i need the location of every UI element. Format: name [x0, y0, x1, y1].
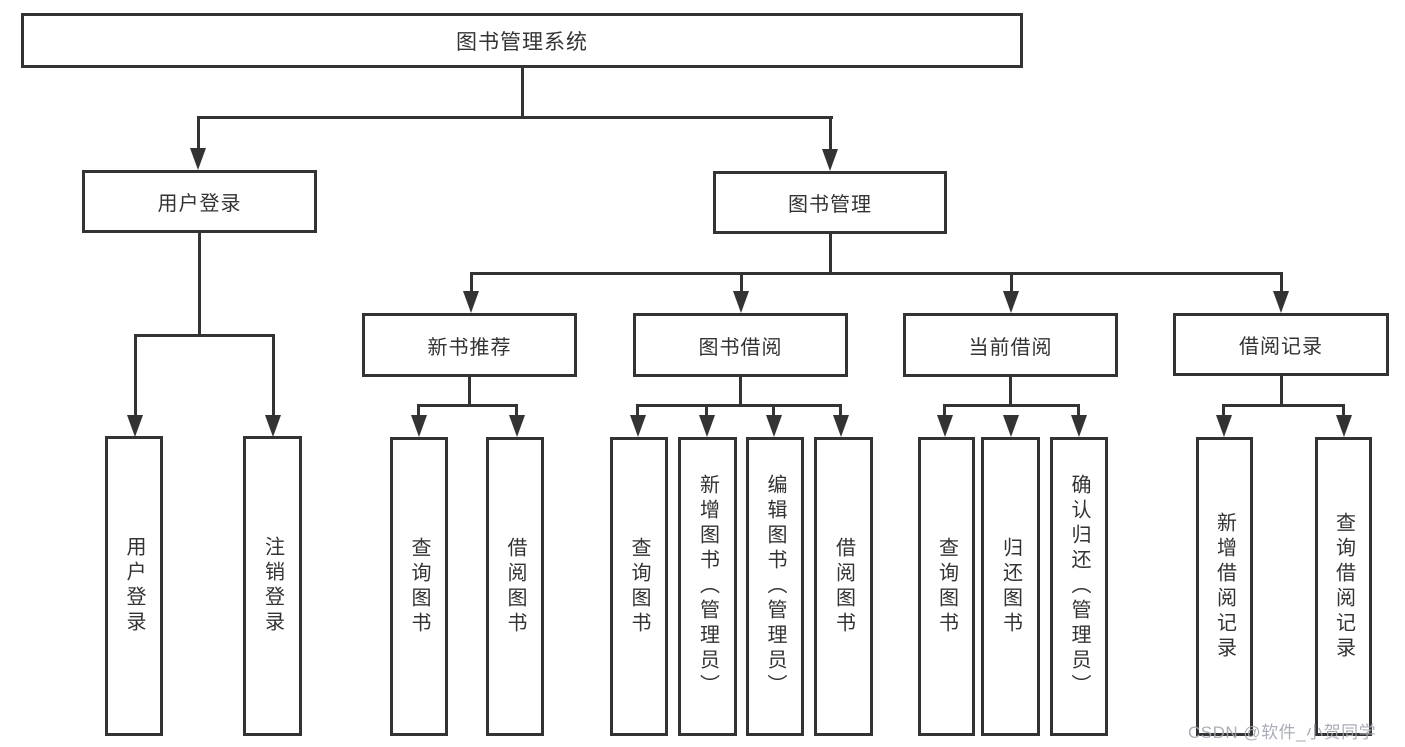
diagram-node-label: 查询借阅记录 — [1332, 511, 1355, 662]
diagram-node-leaf-add-book-admin: 新增图书（管理员） — [678, 437, 737, 736]
diagram-node-new-book-recommend: 新书推荐 — [362, 313, 577, 377]
connector-line — [1342, 405, 1345, 421]
connector-line — [943, 404, 1080, 407]
arrowhead-down-icon — [1273, 291, 1289, 313]
connector-line — [739, 377, 742, 406]
connector-line — [1222, 405, 1225, 421]
connector-line — [197, 116, 833, 119]
diagram-node-leaf-user-login: 用户登录 — [105, 436, 163, 736]
watermark: CSDN @软件_小贺同学 — [1188, 723, 1377, 742]
connector-line — [470, 273, 473, 295]
connector-line — [470, 272, 1283, 275]
arrowhead-down-icon — [1336, 415, 1352, 437]
connector-line — [740, 273, 743, 295]
diagram-node-leaf-borrow-book-borrowing: 借阅图书 — [814, 437, 873, 736]
diagram-node-label: 借阅图书 — [504, 536, 526, 637]
arrowhead-down-icon — [937, 415, 953, 437]
diagram-node-leaf-query-book-borrowing: 查询图书 — [610, 437, 668, 736]
diagram-node-label: 查询图书 — [935, 536, 958, 637]
connector-line — [943, 405, 946, 421]
connector-line — [198, 233, 201, 336]
connector-line — [829, 117, 832, 152]
connector-line — [1009, 377, 1012, 406]
diagram-node-borrowing-records: 借阅记录 — [1173, 313, 1389, 376]
connector-line — [705, 405, 708, 421]
diagram-node-leaf-logout: 注销登录 — [243, 436, 302, 736]
diagram-node-leaf-borrow-book-recommend: 借阅图书 — [486, 437, 544, 736]
diagram-node-label: 查询图书 — [628, 536, 650, 637]
arrowhead-down-icon — [630, 415, 646, 437]
connector-line — [829, 234, 832, 274]
connector-line — [521, 68, 524, 117]
arrowhead-down-icon — [127, 415, 143, 437]
diagram-node-label: 图书管理系统 — [456, 30, 588, 54]
diagram-node-label: 查询图书 — [408, 536, 430, 637]
connector-line — [1280, 376, 1283, 406]
arrowhead-down-icon — [766, 415, 782, 437]
diagram-node-leaf-confirm-return-admin: 确认归还（管理员） — [1050, 437, 1108, 736]
arrowhead-down-icon — [1003, 291, 1019, 313]
arrowhead-down-icon — [822, 149, 838, 171]
arrowhead-down-icon — [1216, 415, 1232, 437]
connector-line — [417, 404, 518, 407]
diagram-node-label: 注销登录 — [261, 536, 284, 636]
diagram-node-label: 新增借阅记录 — [1213, 511, 1236, 662]
diagram-node-root: 图书管理系统 — [21, 13, 1023, 68]
connector-line — [1077, 405, 1080, 421]
connector-line — [1010, 273, 1013, 295]
connector-line — [417, 405, 420, 421]
arrowhead-down-icon — [833, 415, 849, 437]
diagram-node-label: 用户登录 — [123, 536, 145, 636]
connector-line — [772, 405, 775, 421]
arrowhead-down-icon — [190, 148, 206, 170]
diagram-node-leaf-return-book: 归还图书 — [981, 437, 1040, 736]
diagram-node-label: 图书借阅 — [698, 336, 783, 359]
connector-line — [636, 405, 639, 421]
diagram-node-label: 编辑图书（管理员） — [764, 474, 786, 699]
connector-line — [1280, 273, 1283, 295]
diagram-node-label: 确认归还（管理员） — [1068, 474, 1090, 699]
diagram-node-label: 新书推荐 — [427, 336, 512, 359]
arrowhead-down-icon — [1003, 415, 1019, 437]
diagram-node-label: 新增图书（管理员） — [696, 474, 719, 699]
arrowhead-down-icon — [699, 415, 715, 437]
connector-line — [197, 117, 200, 152]
arrowhead-down-icon — [509, 415, 525, 437]
connector-line — [839, 405, 842, 421]
connector-line — [134, 335, 137, 419]
connector-line — [636, 404, 842, 407]
diagram-node-leaf-query-borrow-record: 查询借阅记录 — [1315, 437, 1372, 736]
connector-line — [134, 334, 275, 337]
connector-line — [515, 405, 518, 421]
diagram-node-label: 图书管理 — [788, 194, 872, 216]
arrowhead-down-icon — [411, 415, 427, 437]
diagram-node-label: 用户登录 — [157, 193, 242, 215]
diagram-node-user-login: 用户登录 — [82, 170, 317, 233]
diagram-node-leaf-add-borrow-record: 新增借阅记录 — [1196, 437, 1253, 736]
diagram-node-current-borrowing: 当前借阅 — [903, 313, 1118, 377]
diagram-node-book-borrowing: 图书借阅 — [633, 313, 848, 377]
arrowhead-down-icon — [733, 291, 749, 313]
diagram-node-label: 当前借阅 — [968, 336, 1053, 359]
arrowhead-down-icon — [463, 291, 479, 313]
diagram-node-book-management: 图书管理 — [713, 171, 947, 234]
connector-line — [1222, 404, 1345, 407]
connector-line — [468, 377, 471, 407]
connector-line — [272, 335, 275, 419]
diagram-node-leaf-query-book-recommend: 查询图书 — [390, 437, 448, 736]
arrowhead-down-icon — [265, 415, 281, 437]
diagram-node-label: 归还图书 — [999, 536, 1022, 637]
arrowhead-down-icon — [1071, 415, 1087, 437]
diagram-node-label: 借阅记录 — [1239, 336, 1323, 358]
diagram-node-leaf-query-book-current: 查询图书 — [918, 437, 975, 736]
diagram-node-label: 借阅图书 — [832, 536, 855, 637]
diagram-node-leaf-edit-book-admin: 编辑图书（管理员） — [746, 437, 804, 736]
